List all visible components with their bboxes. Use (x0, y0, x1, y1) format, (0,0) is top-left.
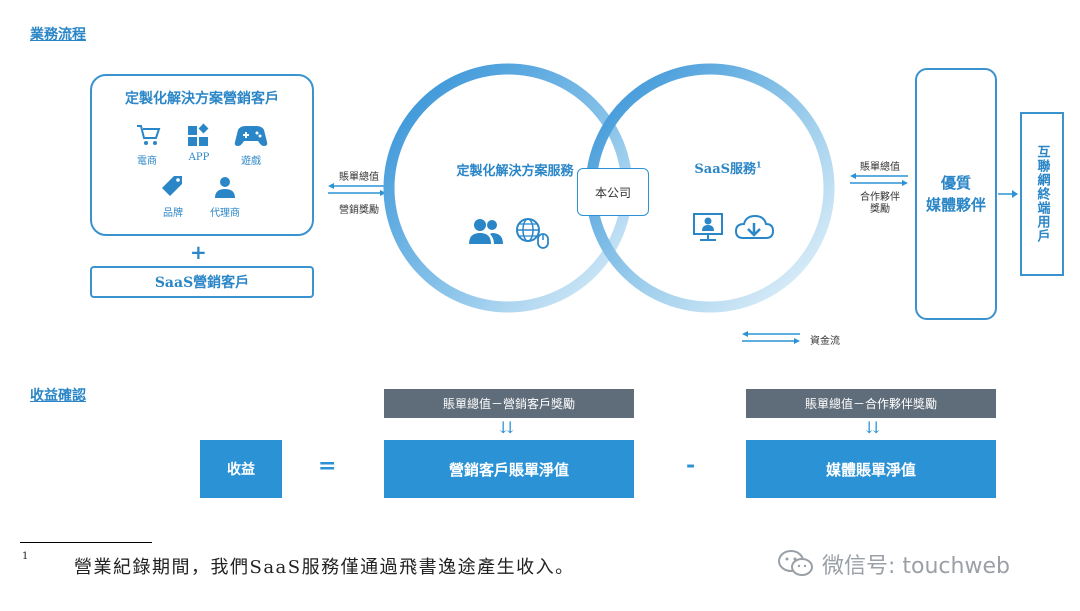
footnote-marker: 1 (22, 551, 29, 562)
marketing-clients-net-billing-box: 營銷客戶賬單淨值 (384, 440, 634, 498)
media-partners-line2: 媒體夥伴 (925, 196, 986, 214)
custom-solution-service-title: 定製化解決方案服務 (456, 164, 574, 179)
watermark-text: 微信号: touchweb (822, 554, 1010, 579)
media-net-billing-box: 媒體賬單淨值 (746, 440, 996, 498)
saas-footnote-marker: 1 (756, 159, 762, 170)
cloud-download-icon (734, 214, 774, 239)
process-section-title: 業務流程 (30, 27, 86, 43)
apps-icon (188, 123, 209, 146)
left-flow-bottom-label: 營銷獎勵 (339, 205, 379, 216)
minus-sign: - (686, 452, 696, 478)
left-flow-arrows (328, 183, 386, 196)
brand-label: 品牌 (163, 208, 183, 219)
ecommerce-item: 電商 (122, 122, 172, 167)
end-users-label: 互聯網終端用戶 (1034, 145, 1050, 243)
ecommerce-label: 電商 (137, 156, 157, 167)
right-flow-bottom-label-line2: 獎勵 (870, 204, 890, 215)
custom-solution-clients-title: 定製化解決方案營銷客戶 (125, 91, 279, 107)
end-users-box: 互聯網終端用戶 (1020, 112, 1064, 276)
right-flow-bottom-label: 合作夥伴 獎勵 (852, 192, 908, 216)
gamepad-icon (234, 126, 268, 146)
game-label: 遊戲 (241, 156, 261, 167)
plus-sign: + (190, 240, 207, 264)
monitor-user-icon (693, 213, 723, 241)
term1-down-arrows: ⇊ (500, 418, 514, 437)
person-icon (215, 177, 235, 198)
left-flow-top-label: 賬單總值 (339, 172, 379, 183)
revenue-box: 收益 (200, 440, 282, 498)
term2-formula-box: 賬單總值－合作夥伴獎勵 (746, 389, 996, 418)
agent-item: 代理商 (200, 174, 250, 219)
media-partners-line1: 優質 (940, 174, 971, 192)
custom-solution-clients-box: 定製化解決方案營銷客戶 電商 APP 遊戲 品牌 (90, 74, 314, 236)
media-partners-box: 優質 媒體夥伴 (915, 68, 997, 320)
saas-service-title: SaaS服務1 (688, 158, 768, 177)
cart-icon (137, 125, 161, 145)
to-end-users-arrow (998, 190, 1018, 198)
right-flow-arrows (850, 173, 908, 186)
right-flow-top-label: 賬單總值 (860, 162, 900, 173)
term1-formula-box: 賬單總值－營銷客戶獎勵 (384, 389, 634, 418)
right-flow-bottom-label-line1: 合作夥伴 (860, 192, 900, 203)
app-label: APP (188, 152, 210, 163)
saas-clients-box: SaaS營銷客戶 (90, 266, 314, 298)
globe-mouse-icon (516, 218, 549, 249)
equals-sign: = (318, 453, 337, 479)
footnote-text: 營業紀錄期間，我們SaaS服務僅通過飛書逸途產生收入。 (74, 557, 575, 578)
footnote-rule (20, 542, 152, 543)
cash-flow-legend-label: 資金流 (810, 336, 840, 347)
saas-service-title-text: SaaS服務 (694, 162, 757, 177)
revenue-section-title: 收益確認 (30, 388, 86, 404)
cash-flow-legend-arrows (742, 331, 800, 344)
term2-down-arrows: ⇊ (866, 418, 880, 437)
agent-label: 代理商 (210, 208, 240, 219)
game-item: 遊戲 (226, 122, 276, 167)
tag-icon (162, 176, 182, 196)
users-icon (469, 219, 503, 244)
app-item: APP (174, 122, 224, 163)
wechat-icon (778, 550, 813, 576)
brand-item: 品牌 (148, 174, 198, 219)
company-box: 本公司 (577, 168, 649, 216)
